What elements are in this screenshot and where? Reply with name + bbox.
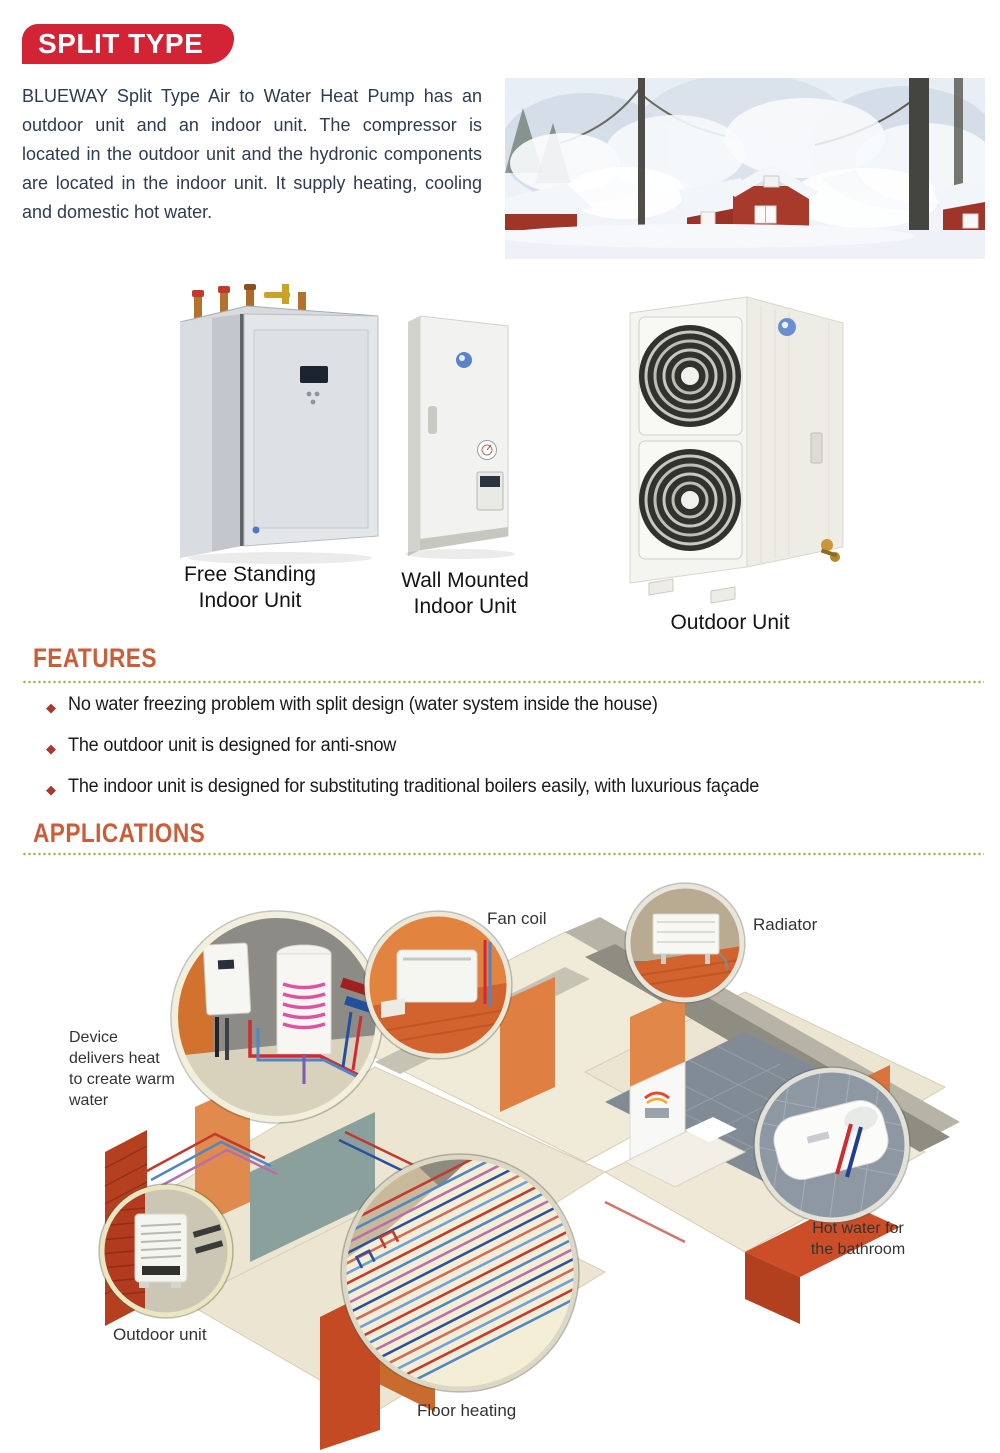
radiator-inset-circle: [624, 882, 746, 1004]
diamond-bullet-icon: ◆: [46, 700, 56, 715]
wall-mounted-unit-image: [405, 315, 515, 559]
diamond-bullet-icon: ◆: [46, 782, 56, 797]
fan-top: [639, 325, 741, 427]
label-device: Device delivers heat to create warm wate…: [69, 1029, 175, 1109]
house-cutaway-drawing: [98, 882, 960, 1450]
feature-text: The outdoor unit is designed for anti-sn…: [68, 735, 397, 756]
label-outdoor-unit: Outdoor unit: [113, 1325, 207, 1344]
feature-text: The indoor unit is designed for substitu…: [68, 776, 760, 797]
free-standing-unit-image: [179, 284, 379, 564]
outdoor-unit-inset-circle: [98, 1183, 234, 1319]
caption-outdoor-unit: Outdoor Unit: [670, 611, 790, 634]
caption-free-standing: Free Standing Indoor Unit: [184, 563, 316, 612]
bathtub-inset-circle: [753, 1066, 911, 1224]
feature-item: ◆ The outdoor unit is designed for anti-…: [46, 735, 976, 759]
diamond-bullet-icon: ◆: [46, 741, 56, 756]
fan-coil-inset-circle: [363, 910, 513, 1060]
applications-illustration: Fan coil Radiator Device delivers heat t…: [45, 872, 965, 1450]
floor-heating-inset-circle: [340, 1153, 580, 1393]
label-hot-water: Hot water for the bathroom: [810, 1220, 906, 1258]
split-type-badge: SPLIT TYPE: [22, 24, 234, 64]
snowy-forest: [505, 78, 985, 248]
applications-title: APPLICATIONS: [33, 818, 206, 848]
label-floor-heating: Floor heating: [417, 1401, 517, 1420]
feature-item: ◆ The indoor unit is designed for substi…: [46, 776, 976, 800]
features-list: ◆ No water freezing problem with split d…: [46, 694, 976, 817]
feature-item: ◆ No water freezing problem with split d…: [46, 694, 976, 718]
caption-wall-mounted: Wall Mounted Indoor Unit: [401, 569, 529, 618]
brass-valves: [820, 539, 840, 562]
label-fan-coil: Fan coil: [487, 909, 547, 928]
label-radiator: Radiator: [753, 915, 818, 934]
features-rule: [22, 680, 984, 684]
outdoor-unit-image: [629, 296, 844, 604]
applications-rule: [22, 852, 984, 856]
device-inset-circle: [170, 910, 384, 1124]
copper-pipes: [192, 284, 306, 320]
badge-label: SPLIT TYPE: [38, 28, 204, 59]
fan-bottom: [639, 449, 741, 551]
feature-text: No water freezing problem with split des…: [68, 694, 658, 715]
features-title: FEATURES: [33, 643, 157, 673]
snow-scene-photo: [505, 78, 985, 259]
intro-paragraph: BLUEWAY Split Type Air to Water Heat Pum…: [22, 86, 482, 222]
